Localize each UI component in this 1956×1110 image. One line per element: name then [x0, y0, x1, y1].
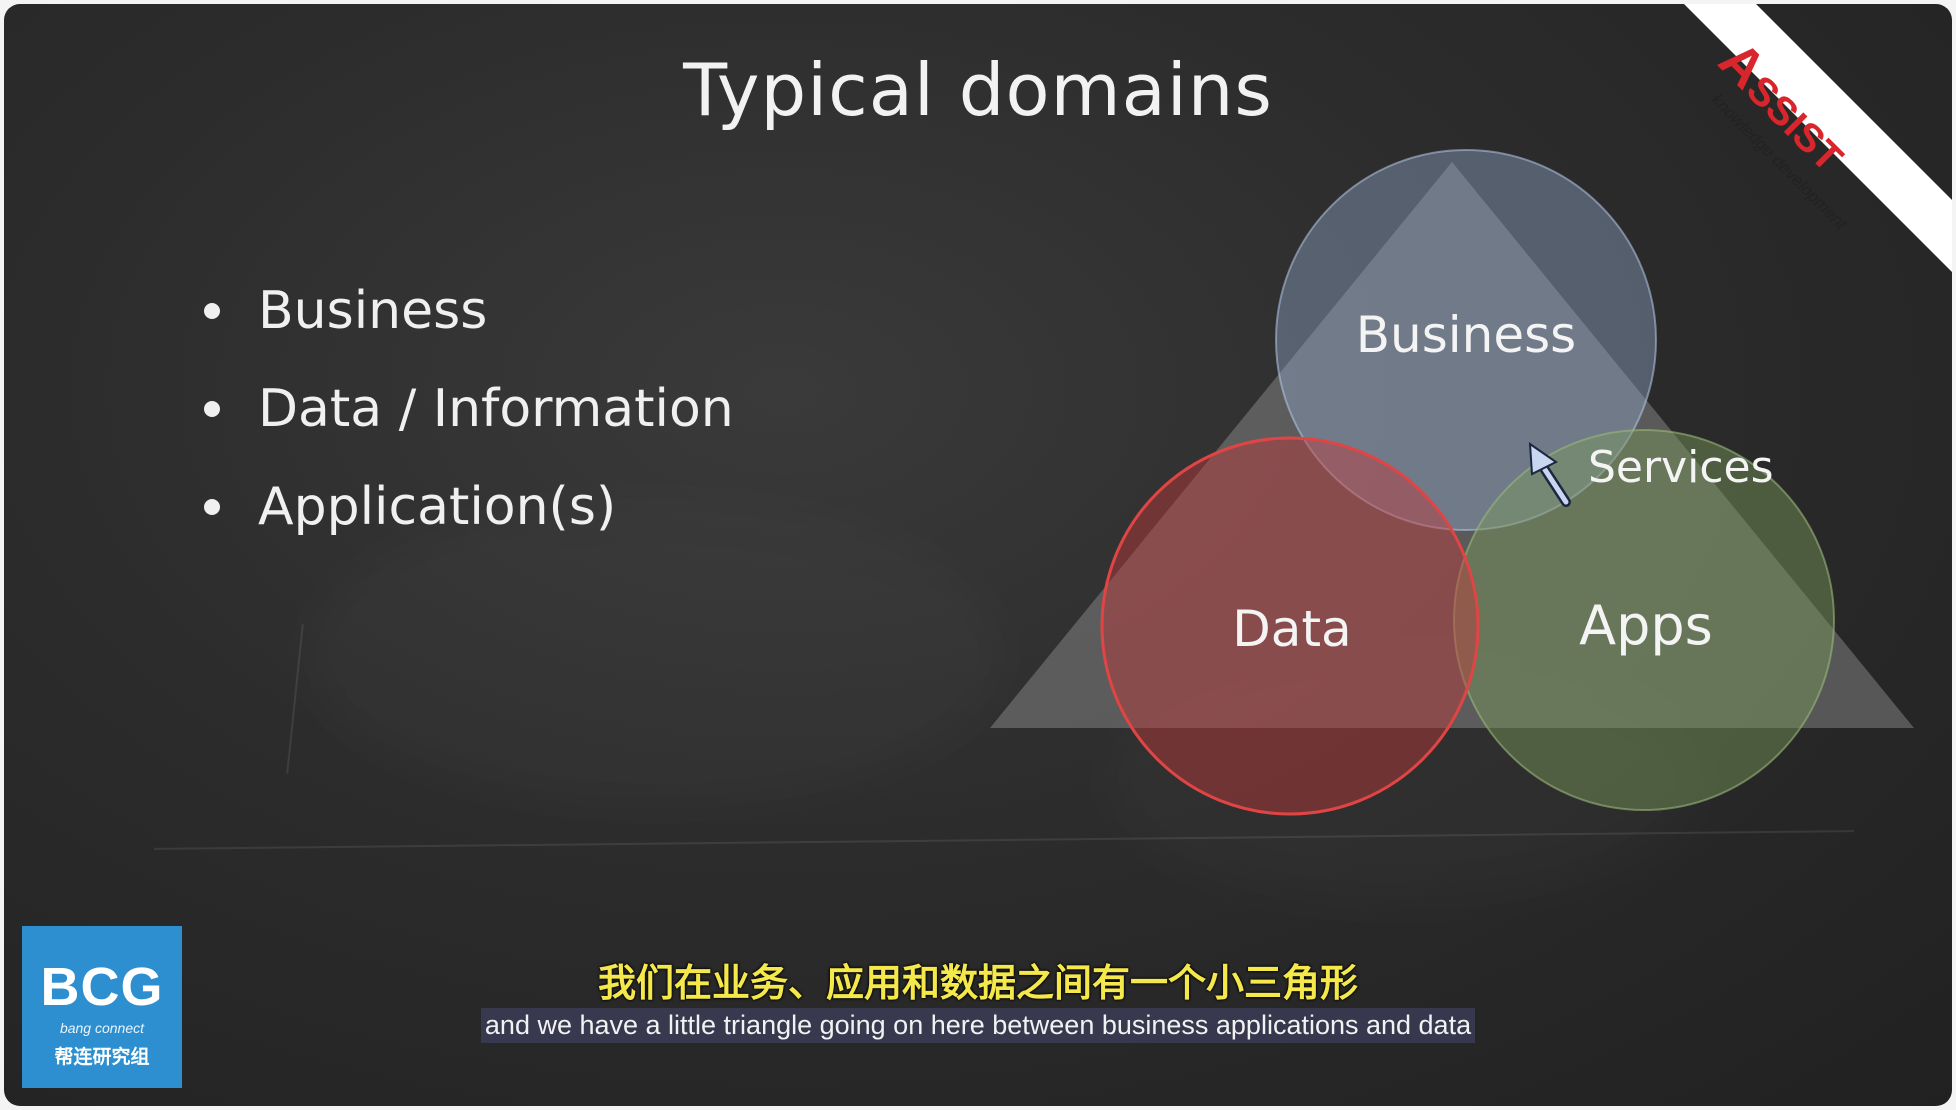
bullet-dot-icon	[204, 303, 220, 319]
data-label: Data	[1232, 600, 1351, 658]
bcg-logo: BCG bang connect 帮连研究组	[22, 926, 182, 1088]
bullet-dot-icon	[204, 401, 220, 417]
logo-sub-text: bang connect	[59, 1020, 145, 1036]
services-label: Services	[1588, 442, 1774, 493]
apps-label: Apps	[1579, 594, 1713, 657]
bullet-text: Application(s)	[258, 477, 617, 537]
apps-circle	[1453, 429, 1835, 811]
slide-title: Typical domains	[683, 48, 1273, 132]
domain-venn-diagram: Business Data Apps Services	[990, 149, 1914, 816]
chalkboard-slide: Typical domains Business Data / Informat…	[4, 4, 1952, 1106]
bullet-item: Application(s)	[204, 458, 734, 556]
bullet-text: Data / Information	[258, 379, 734, 439]
data-circle	[1100, 436, 1480, 816]
bullet-list: Business Data / Information Application(…	[204, 262, 734, 556]
logo-chinese-text: 帮连研究组	[54, 1047, 150, 1068]
arrow-up-left-icon	[1528, 441, 1571, 507]
subtitle-english: and we have a little triangle going on h…	[480, 1008, 1476, 1043]
subtitle-english-wrapper: and we have a little triangle going on h…	[4, 1008, 1952, 1043]
logo-main-text: BCG	[40, 957, 164, 1017]
business-label: Business	[1356, 306, 1576, 364]
bullet-item: Data / Information	[204, 360, 734, 458]
subtitle-chinese: 我们在业务、应用和数据之间有一个小三角形	[597, 961, 1358, 1005]
assist-watermark-ribbon: A SSIST knowledge development	[1684, 4, 1952, 272]
bullet-dot-icon	[204, 499, 220, 515]
business-circle	[1275, 149, 1657, 531]
bullet-item: Business	[204, 262, 734, 360]
domain-triangle	[990, 162, 1914, 728]
ribbon-band	[1684, 4, 1952, 272]
bullet-text: Business	[258, 281, 488, 341]
